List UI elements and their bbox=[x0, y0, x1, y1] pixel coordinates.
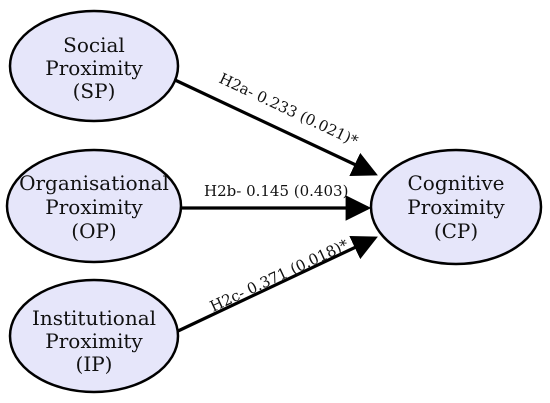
node-sp-line-2: Proximity bbox=[45, 56, 143, 80]
edge-h2a-arrow bbox=[174, 78, 378, 177]
node-ip-line-2: Proximity bbox=[45, 329, 143, 353]
edge-h2b-label: H2b- 0.145 (0.403) bbox=[204, 182, 348, 200]
node-ip-line-1: Institutional bbox=[32, 306, 156, 330]
node-ip-line-3: (IP) bbox=[76, 352, 113, 376]
node-cp-line-2: Proximity bbox=[407, 195, 505, 219]
node-op-line-2: Proximity bbox=[45, 195, 143, 219]
node-op-line-3: (OP) bbox=[71, 219, 116, 243]
edge-h2c-label: H2c- 0.371 (0.018)* bbox=[207, 235, 352, 315]
node-institutional-proximity: Institutional Proximity (IP) bbox=[8, 278, 180, 394]
node-cp-line-1: Cognitive bbox=[408, 171, 505, 195]
node-sp-line-1: Social bbox=[63, 33, 125, 57]
node-social-proximity: Social Proximity (SP) bbox=[8, 9, 180, 123]
edge-h2c-arrow bbox=[177, 235, 378, 333]
node-cognitive-proximity: Cognitive Proximity (CP) bbox=[369, 148, 543, 266]
node-sp-line-3: (SP) bbox=[73, 79, 116, 103]
node-cp-line-3: (CP) bbox=[434, 219, 478, 243]
node-organisational-proximity: Organisational Proximity (OP) bbox=[5, 148, 183, 264]
node-op-line-1: Organisational bbox=[19, 171, 169, 195]
